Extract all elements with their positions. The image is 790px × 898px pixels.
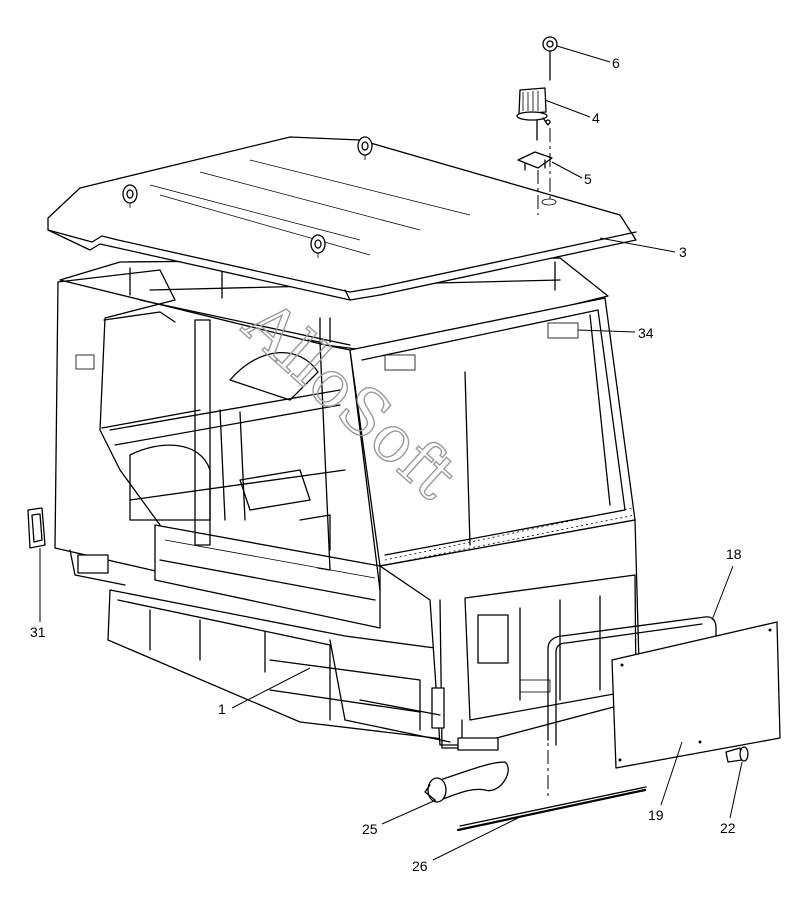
leader-lines (39, 45, 743, 861)
callout-26: 26 (412, 858, 428, 874)
handle-and-panel (547, 616, 781, 800)
seal-strip (456, 786, 647, 832)
callout-25: 25 (362, 821, 378, 837)
roof-panel (47, 136, 637, 301)
side-lamp (27, 507, 46, 549)
callout-3: 3 (679, 244, 687, 260)
callout-19: 19 (648, 807, 664, 823)
beacon-assembly (516, 36, 558, 215)
cab-frame (54, 257, 641, 751)
callout-34: 34 (638, 325, 654, 341)
callout-1: 1 (218, 701, 226, 717)
horn (424, 761, 509, 803)
callout-18: 18 (726, 546, 742, 562)
callout-22: 22 (720, 820, 736, 836)
callout-31: 31 (30, 624, 46, 640)
callout-4: 4 (592, 110, 600, 126)
callout-6: 6 (612, 55, 620, 71)
callout-5: 5 (584, 171, 592, 187)
callout-labels: 6 4 5 3 34 31 1 18 19 22 25 26 (30, 55, 742, 874)
